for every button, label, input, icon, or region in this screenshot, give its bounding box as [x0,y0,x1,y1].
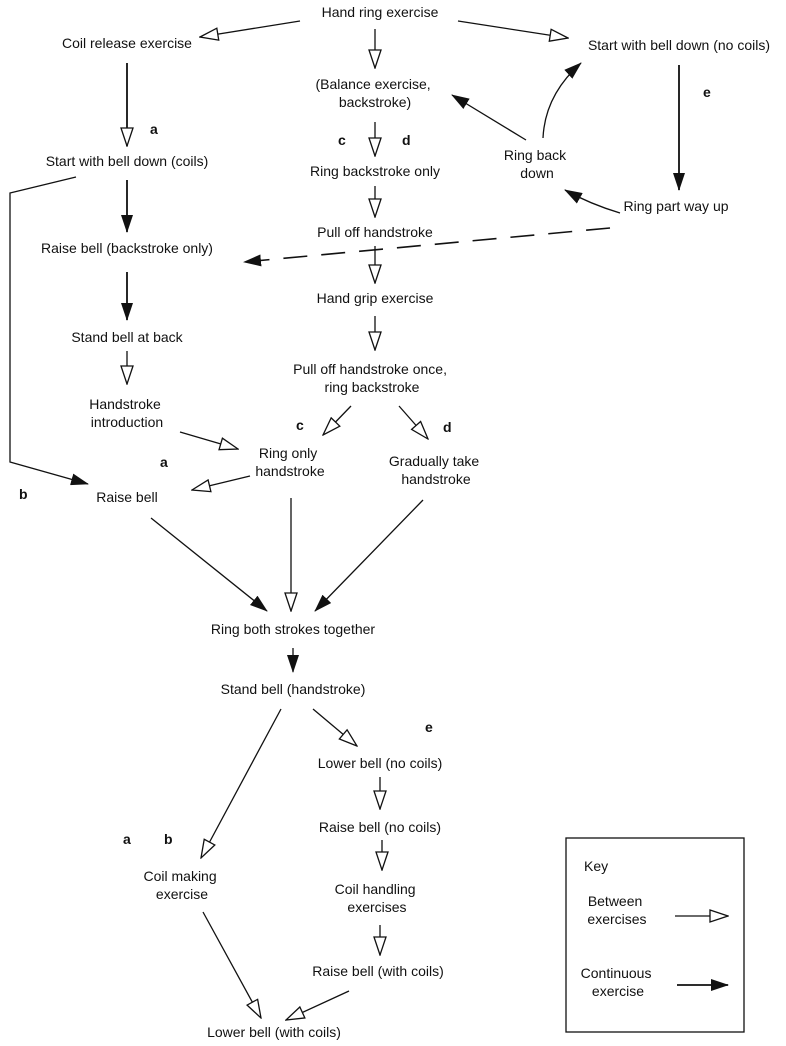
node-gradually-line-1: Gradually take [389,453,479,469]
edge-stand-handstroke-to-lower-no-coils [312,708,357,746]
key-continuous-line-1: Continuous [581,965,652,981]
node-hand-grip-exercise: Hand grip exercise [317,290,434,306]
node-ring-backstroke-only: Ring backstroke only [310,163,440,179]
route-label-b-raise-bell: b [19,486,28,502]
node-ring-back-down-line-1: Ring back [504,147,567,163]
route-label-b-coil-making: b [164,831,173,847]
node-pull-off-once-line-2: ring backstroke [325,379,420,395]
node-raise-bell-backstroke-only: Raise bell (backstroke only) [41,240,213,256]
node-balance-exercise: (Balance exercise, backstroke) [315,76,434,110]
route-label-c-handstroke: c [296,417,304,433]
edge-pull-off-once-to-gradually [398,405,428,439]
node-handstroke-intro-line-1: Handstroke [89,396,161,412]
node-lower-bell-with-coils: Lower bell (with coils) [207,1024,341,1040]
edge-hand-ring-to-start-no-coils [457,20,568,38]
node-coil-handling-line-1: Coil handling [335,881,416,897]
edge-ring-part-way-to-ring-back-down [564,189,621,214]
node-balance-line-1: (Balance exercise, [315,76,430,92]
key-box [565,837,745,1033]
route-label-d-backstroke: d [402,132,411,148]
node-stand-bell-handstroke: Stand bell (handstroke) [221,681,366,697]
route-label-e-lower-bell: e [425,719,433,735]
node-start-bell-down-coils: Start with bell down (coils) [46,153,209,169]
route-label-e-no-coils: e [703,84,711,100]
edge-stand-handstroke-to-coil-making [201,708,282,858]
node-ring-back-down-line-2: down [520,165,553,181]
node-coil-handling-line-2: exercises [347,899,406,915]
edge-ring-back-down-to-balance [451,94,527,141]
node-raise-bell-with-coils: Raise bell (with coils) [312,963,443,979]
key-title: Key [584,858,608,874]
edge-coil-making-to-lower-with-coils [202,911,261,1018]
node-balance-line-2: backstroke) [339,94,411,110]
edge-raise-with-coils-to-lower-with-coils [286,990,350,1020]
node-gradually-take-handstroke: Gradually take handstroke [389,453,483,487]
edge-start-coils-to-raise-bell [9,176,89,486]
node-pull-off-handstroke: Pull off handstroke [317,224,433,240]
edge-gradually-to-ring-both [314,499,424,612]
node-stand-bell-at-back: Stand bell at back [71,329,183,345]
node-coil-making-exercise: Coil making exercise [143,868,220,902]
node-ring-only-line-2: handstroke [255,463,324,479]
route-label-a-raise-bell: a [160,454,168,470]
edge-hand-ring-to-coil-release [200,20,301,37]
key-between-line-1: Between [588,893,642,909]
node-coil-handling-exercises: Coil handling exercises [335,881,420,915]
edge-handstroke-intro-to-ring-only [179,431,238,449]
node-raise-bell-no-coils: Raise bell (no coils) [319,819,441,835]
node-pull-off-once-line-1: Pull off handstroke once, [293,361,447,377]
node-raise-bell: Raise bell [96,489,157,505]
route-label-d-handstroke: d [443,419,452,435]
node-start-bell-down-no-coils: Start with bell down (no coils) [588,37,770,53]
node-handstroke-intro-line-2: introduction [91,414,163,430]
legend-key: Key Between exercises Continuous exercis… [565,837,745,1033]
node-coil-making-line-1: Coil making [143,868,216,884]
connectors [9,20,685,1020]
edge-pull-off-once-to-ring-only [323,405,352,435]
edge-raise-bell-to-ring-both [150,517,268,612]
route-label-c-backstroke: c [338,132,346,148]
node-hand-ring-exercise: Hand ring exercise [322,4,439,20]
route-label-a-coil-making: a [123,831,131,847]
node-gradually-line-2: handstroke [401,471,470,487]
node-ring-back-down: Ring back down [504,147,570,181]
node-coil-release-exercise: Coil release exercise [62,35,192,51]
key-between-label: Between exercises [587,893,646,927]
edge-ring-back-down-to-start-no-coils [542,62,582,139]
key-continuous-label: Continuous exercise [581,965,656,999]
node-lower-bell-no-coils: Lower bell (no coils) [318,755,443,771]
edge-ring-only-to-raise-bell [192,475,251,490]
node-handstroke-introduction: Handstroke introduction [89,396,164,430]
node-ring-only-line-1: Ring only [259,445,317,461]
node-ring-both-strokes: Ring both strokes together [211,621,376,637]
nodes: Hand ring exercise Coil release exercise… [41,4,770,1040]
key-between-line-2: exercises [587,911,646,927]
route-labels: a e c d c d a b e a b [19,84,711,847]
node-coil-making-line-2: exercise [156,886,208,902]
route-label-a-coil-release: a [150,121,158,137]
node-ring-only-handstroke: Ring only handstroke [255,445,324,479]
node-pull-off-handstroke-once: Pull off handstroke once, ring backstrok… [293,361,451,395]
key-continuous-line-2: exercise [592,983,644,999]
node-ring-part-way-up: Ring part way up [623,198,728,214]
edge-ring-part-way-to-raise-backstroke [243,227,611,267]
